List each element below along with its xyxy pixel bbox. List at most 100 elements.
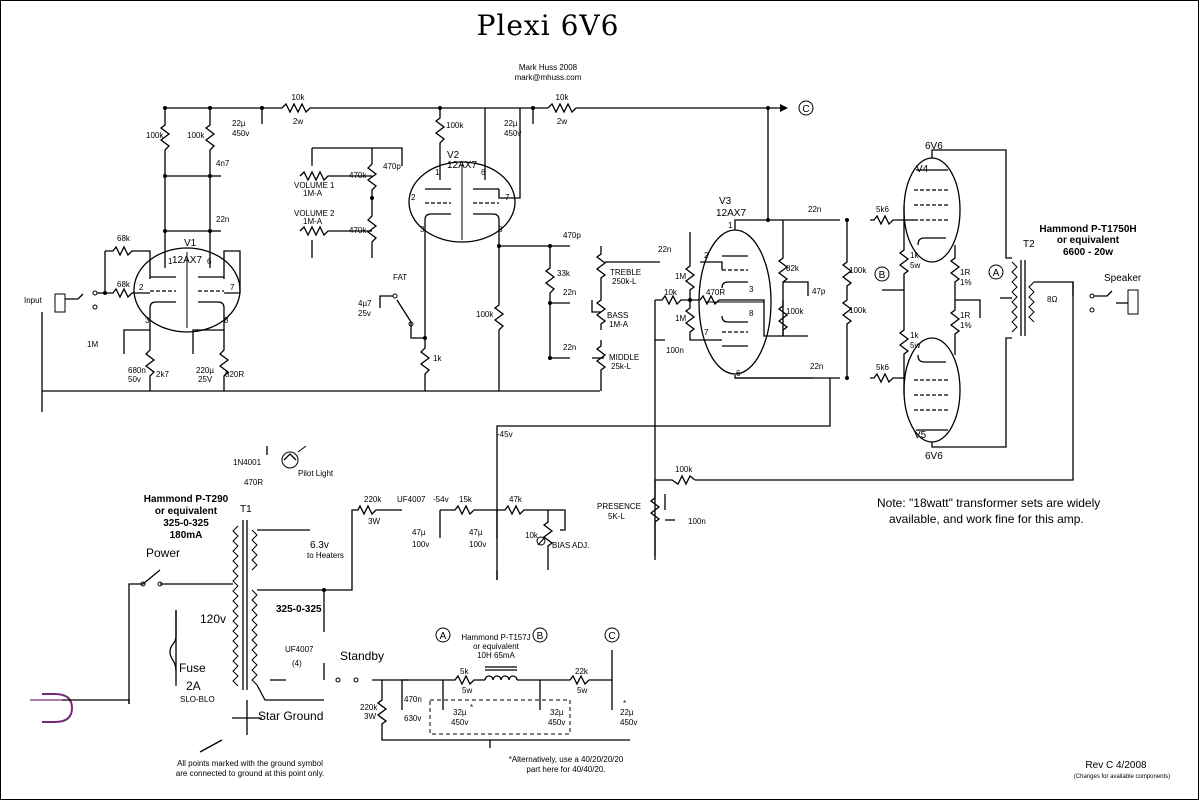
- b-plus-rail: [163, 102, 788, 114]
- c-470p-tone-label: 470p: [563, 231, 581, 240]
- tone-stack: [544, 244, 570, 360]
- alt-note-1: *Alternatively, use a 40/20/20/20: [509, 755, 624, 764]
- input-jack[interactable]: [54, 290, 98, 313]
- fat-switch[interactable]: [392, 293, 425, 339]
- c-22n-v4-label: 22n: [808, 205, 821, 214]
- r-1k-v2-label: 1k: [433, 354, 442, 363]
- r-1m-input-label: 1M: [87, 340, 98, 349]
- c-100n-v3-label: 100n: [666, 346, 684, 355]
- r-100k-cf-label: 100k: [476, 310, 494, 319]
- node-b-label: B: [537, 631, 544, 642]
- r-220k-bleeder-label: 220k: [360, 703, 378, 712]
- v2-type: 12AX7: [447, 160, 477, 171]
- node-a-ot-label: A: [993, 268, 1000, 279]
- tube-v2: [408, 161, 516, 243]
- bias-adj-pot[interactable]: [536, 510, 554, 570]
- v1-pin7: 7: [230, 283, 235, 292]
- c-100n-presence-label: 100n: [688, 517, 706, 526]
- c-47u-a-label: 47µ: [412, 528, 426, 537]
- tube-v3: [698, 229, 772, 375]
- choke-spec: 10H 65mA: [477, 651, 515, 660]
- node-b-ref-pi: [874, 266, 890, 282]
- r-1k-5w-a-label: 1k: [910, 251, 919, 260]
- r-10k-2w-b-label: 10k: [556, 93, 570, 102]
- volume-2-value: 1M-A: [303, 217, 323, 226]
- r-10k-2w-b-watt: 2w: [557, 117, 567, 126]
- volume-1-pot[interactable]: [299, 148, 372, 182]
- v1-name: V1: [184, 238, 197, 249]
- v5-name: V5: [914, 430, 927, 441]
- star-ground-icon: [232, 700, 262, 735]
- v2-plate-r-label: 100k: [446, 121, 464, 130]
- v3-pin3: 3: [749, 285, 754, 294]
- c-4n7-label: 4n7: [216, 159, 230, 168]
- r-1r-b-label: 1R: [960, 311, 970, 320]
- revision-label: Rev C 4/2008: [1085, 760, 1147, 771]
- v1-pin2: 2: [139, 283, 144, 292]
- pilot-res-label: 470R: [244, 478, 263, 487]
- middle-pot[interactable]: [592, 340, 607, 391]
- standby-label: Standby: [340, 649, 384, 663]
- t1-ref: T1: [240, 504, 252, 515]
- mains-plug-icon: [30, 693, 74, 723]
- c-680n-label: 680n: [128, 366, 146, 375]
- presence-value: 5K-L: [608, 512, 625, 521]
- v2-pin1: 1: [435, 168, 440, 177]
- power-switch[interactable]: [128, 569, 163, 704]
- v1-pin3: 3: [145, 316, 150, 325]
- bias-adj-label: BIAS ADJ.: [552, 541, 589, 550]
- t1-equiv: or equivalent: [155, 506, 218, 517]
- volume-2-name: VOLUME 2: [294, 209, 335, 218]
- r-220k-bleeder-watt: 3W: [364, 712, 376, 721]
- v3-pin1: 1: [728, 221, 733, 230]
- r-100k-gl-b-label: 100k: [849, 306, 867, 315]
- r-1k-5w-b-label: 1k: [910, 331, 919, 340]
- r-1r-a-pct: 1%: [960, 278, 972, 287]
- author-email: mark@mhuss.com: [515, 73, 582, 82]
- node-c-ps-ref: [604, 627, 620, 643]
- c-22u-v2-label: 22µ: [504, 119, 518, 128]
- speaker-label: Speaker: [1104, 273, 1142, 284]
- c-32u-b-volt: 450v: [548, 718, 565, 727]
- ground-note-arrow: [199, 739, 223, 753]
- c-32u-a-label: 32µ: [453, 708, 467, 717]
- c-47u-b-label: 47µ: [469, 528, 483, 537]
- node-b-ref: [532, 627, 548, 643]
- note-line1: Note: "18watt" transformer sets are wide…: [877, 496, 1100, 510]
- choke-icon: [484, 666, 518, 681]
- v3-type: 12AX7: [716, 208, 746, 219]
- c-22n-v1-label: 22n: [216, 215, 229, 224]
- v1-pin8: 8: [224, 316, 229, 325]
- v2-name: V2: [447, 150, 460, 161]
- r-470k-a-label: 470k: [349, 171, 367, 180]
- r-47k-label: 47k: [509, 495, 523, 504]
- presence-pot[interactable]: [649, 480, 666, 540]
- minus45-label: -45v: [497, 430, 513, 439]
- star-ground-label: Star Ground: [258, 709, 323, 723]
- v3-name: V3: [719, 196, 732, 207]
- c-22u-pre-volt: 450v: [232, 129, 249, 138]
- treble-pot[interactable]: [595, 246, 611, 292]
- speaker-jack[interactable]: [1089, 289, 1139, 315]
- power-transformer: [232, 520, 258, 690]
- treble-value: 250k-L: [612, 277, 637, 286]
- r-100k-nfb-label: 100k: [675, 465, 693, 474]
- ground-note-1: All points marked with the ground symbol: [177, 759, 323, 768]
- standby-switch[interactable]: [323, 663, 359, 683]
- volume-2-pot[interactable]: [299, 225, 372, 258]
- r-10k-v3-label: 10k: [664, 288, 678, 297]
- bass-pot[interactable]: [591, 292, 607, 330]
- r-15k-label: 15k: [459, 495, 473, 504]
- v3-pin8: 8: [749, 309, 754, 318]
- c-470p-bright-label: 470p: [383, 162, 401, 171]
- r-5k6-a-label: 5k6: [876, 205, 889, 214]
- rect-part: UF4007: [285, 645, 314, 654]
- tube-v4: [903, 157, 961, 263]
- v1-plate-r2-label: 100k: [187, 131, 205, 140]
- v3-pin2: 2: [704, 251, 709, 260]
- r-5k6-b-label: 5k6: [876, 363, 889, 372]
- v2-pin3: 3: [420, 225, 425, 234]
- c-47p-label: 47p: [812, 287, 826, 296]
- t2-spec: 6600 - 20w: [1063, 247, 1113, 258]
- v4-type-top: 6V6: [925, 141, 943, 152]
